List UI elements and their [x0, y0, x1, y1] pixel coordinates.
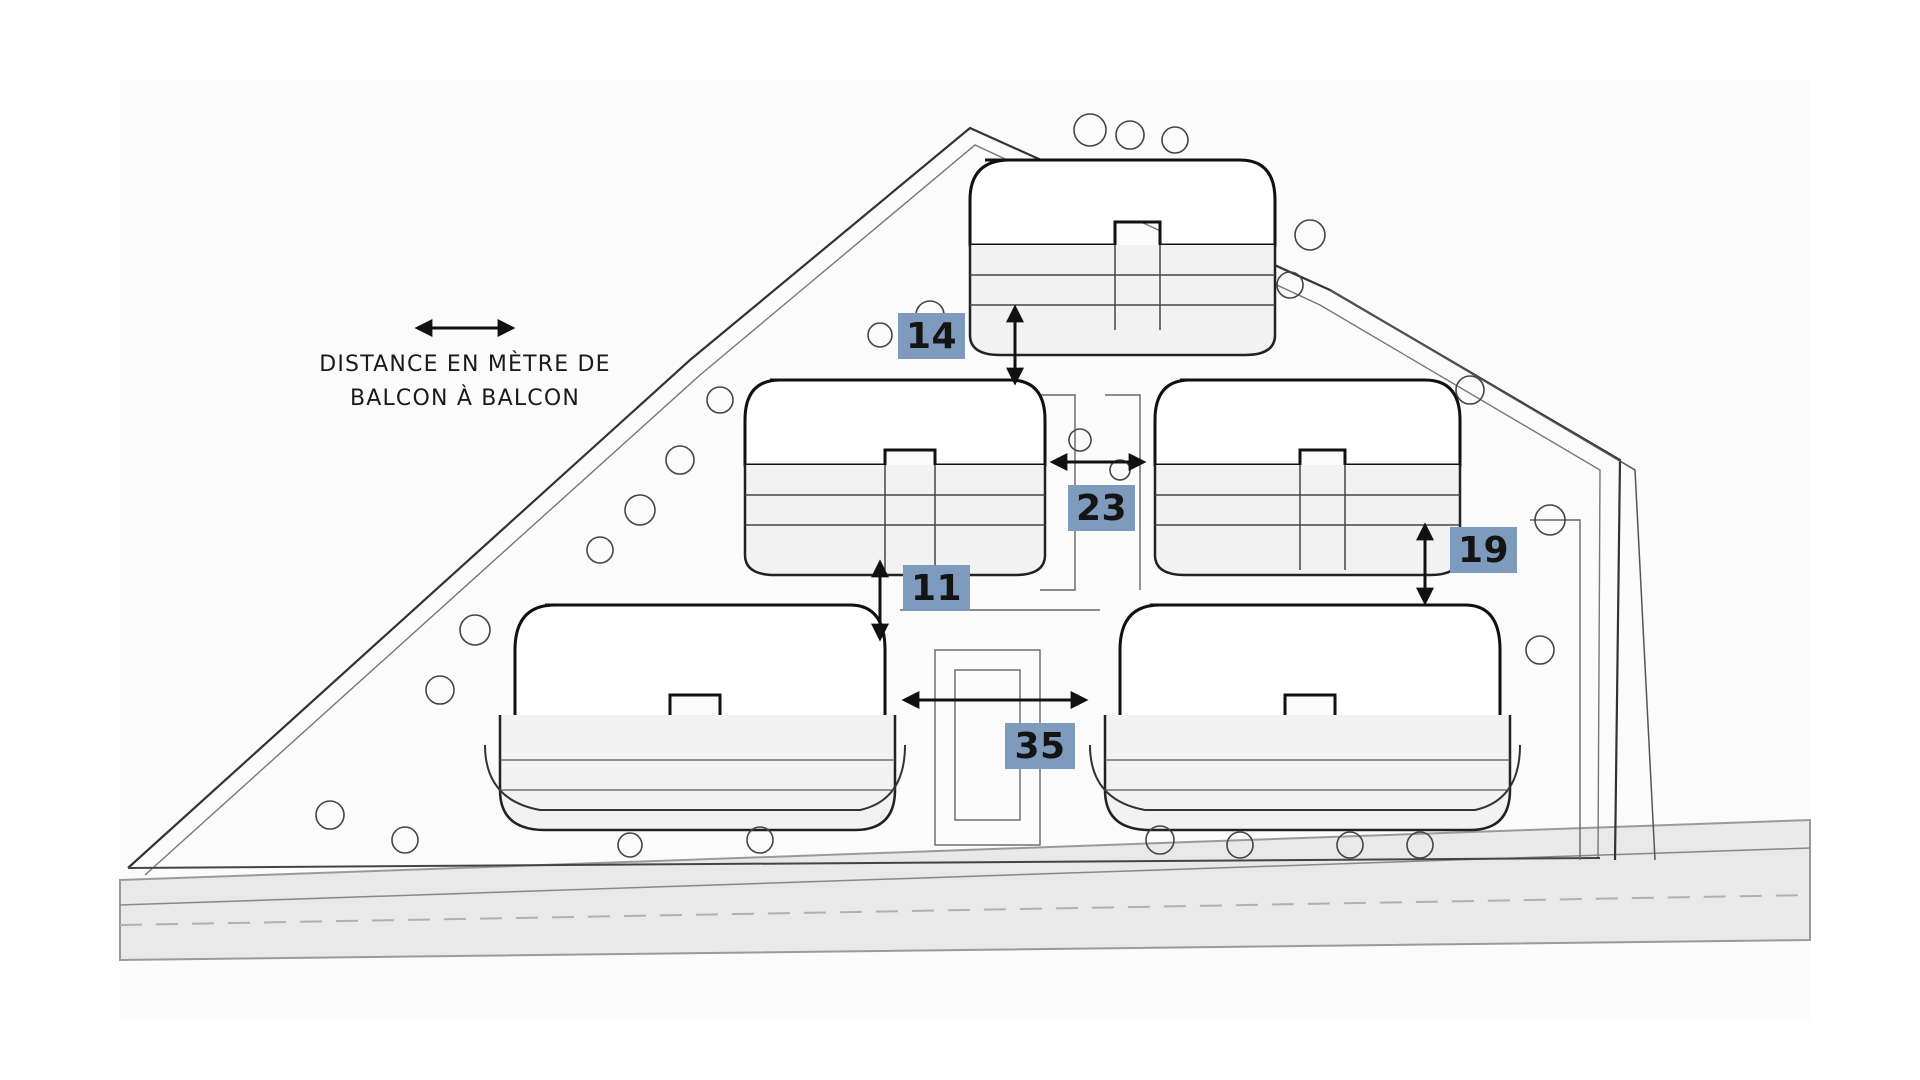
legend-line-1: DISTANCE EN MÈTRE DE [319, 352, 611, 377]
building-mid-left [743, 378, 1047, 577]
building-bottom-left [484, 603, 906, 832]
trees [315, 113, 1566, 859]
tree-icon [1115, 120, 1145, 150]
distance-badge-23: 23 [1068, 485, 1135, 531]
building-bottom-right [1089, 603, 1521, 832]
distance-badge-35: 35 [1005, 723, 1075, 769]
tree-icon [1068, 428, 1092, 452]
tree-icon [617, 832, 643, 858]
measurement-arrows [871, 304, 1434, 709]
building-top [968, 158, 1277, 357]
tree-icon [425, 675, 455, 705]
tree-icon [1145, 825, 1175, 855]
tree-icon [706, 386, 734, 414]
double-arrow-icon [414, 319, 516, 337]
distance-badge-19: 19 [1450, 527, 1517, 573]
tree-icon [1336, 831, 1364, 859]
tree-icon [1534, 504, 1566, 536]
tree-icon [1226, 831, 1254, 859]
tree-icon [624, 494, 656, 526]
tree-icon [586, 536, 614, 564]
tree-icon [459, 614, 491, 646]
building-mid-right [1153, 378, 1462, 577]
tree-icon [746, 826, 774, 854]
distance-badge-11: 11 [903, 565, 970, 611]
tree-icon [1525, 635, 1555, 665]
tree-icon [391, 826, 419, 854]
tree-icon [867, 322, 893, 348]
tree-icon [1276, 271, 1304, 299]
tree-icon [1406, 831, 1434, 859]
tree-icon [1294, 219, 1326, 251]
tree-icon [665, 445, 695, 475]
legend: DISTANCE EN MÈTRE DE BALCON À BALCON [255, 318, 675, 416]
legend-line-2: BALCON À BALCON [349, 386, 581, 411]
distance-badge-14: 14 [898, 313, 965, 359]
tree-icon [1455, 375, 1485, 405]
tree-icon [315, 800, 345, 830]
tree-icon [1161, 126, 1189, 154]
tree-icon [1073, 113, 1107, 147]
